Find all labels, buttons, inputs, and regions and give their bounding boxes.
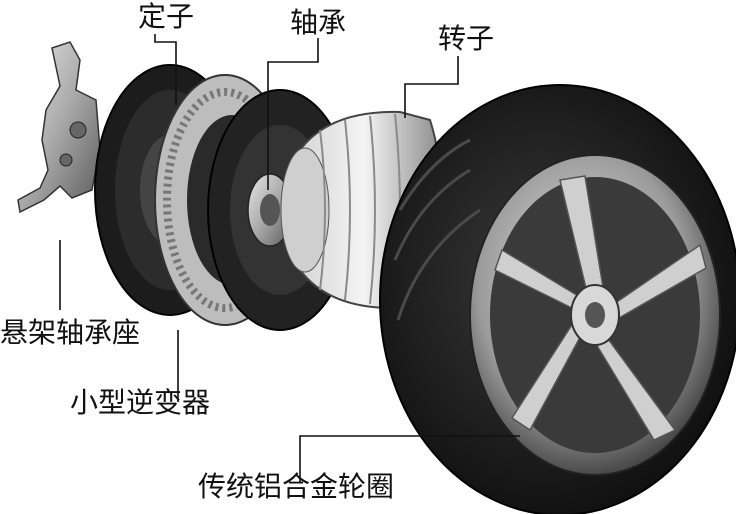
alloy-rim-part [470, 155, 720, 475]
leader-line-rotor [405, 56, 458, 118]
traditional-alloy-rim-label: 传统铝合金轮圈 [198, 472, 394, 502]
suspension-bearing-seat-label: 悬架轴承座 [0, 318, 140, 348]
bearing-label: 轴承 [290, 8, 346, 38]
rotor-label: 转子 [438, 24, 494, 54]
small-inverter-label: 小型逆变器 [70, 388, 210, 418]
stator-label: 定子 [138, 2, 194, 32]
suspension-bearing-seat-part [18, 42, 100, 212]
